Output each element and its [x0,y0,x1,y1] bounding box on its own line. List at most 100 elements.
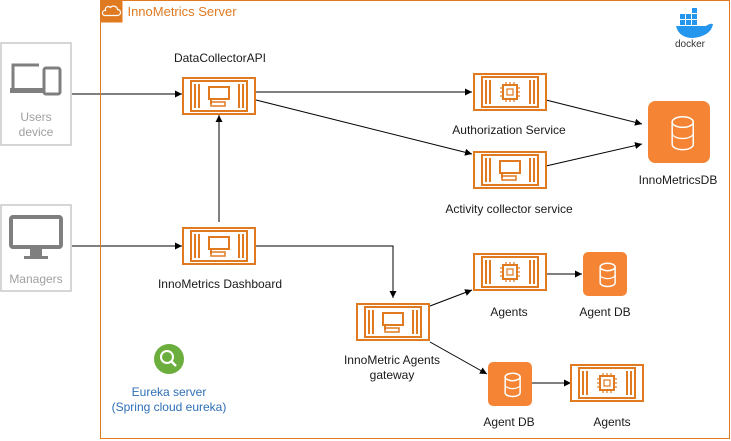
db-cylinder-body [599,266,616,288]
innometrics-dashboard-node[interactable]: InnoMetrics Dashboard [158,227,282,291]
docker-container-block [686,20,691,25]
cloud-shape [101,5,122,17]
group-title: InnoMetrics Server [127,4,237,19]
innometrics-db-node-label: InnoMetricsDB [639,173,718,187]
laptop-base [10,88,45,93]
instance-frame [473,253,547,291]
instance-frame [356,303,430,341]
datacollector-api-node-label: DataCollectorAPI [174,51,266,65]
users-device-label-line: device [19,125,54,139]
monitor-frame [9,215,63,249]
instance-inner-frame [190,230,248,262]
magnifier-lens [160,350,174,364]
authorization-service-node[interactable]: Authorization Service [452,73,566,137]
docker-container-block [680,14,685,19]
monitor-neck [30,249,42,256]
authorization-service-node-label: Authorization Service [452,123,566,137]
innometrics-dashboard-node-label: InnoMetrics Dashboard [158,277,282,291]
docker-container-block [680,20,685,25]
db-cylinder-top [671,116,695,129]
instance-inner-frame [578,367,636,399]
agents-node-1-label: Agents [490,305,527,319]
db-cylinder-top [504,372,521,382]
users-device-label-line: Users [20,110,51,124]
docker-container-block [686,14,691,19]
agents-node-1[interactable]: Agents [473,253,547,319]
db-cylinder-body [671,122,695,151]
instance-inner-frame [190,80,248,112]
activity-collector-service-node-label: Activity collector service [445,202,573,216]
instance-inner-frame [364,306,422,338]
agent-db-node-2-label: Agent DB [483,415,534,429]
db-cylinder-top [599,262,616,272]
docker-container-block [692,8,697,13]
datacollector-api-node[interactable]: DataCollectorAPI [174,51,266,115]
db-cylinder-band [504,384,521,390]
agents-gateway-node-label-line: gateway [370,368,415,382]
instance-frame [570,364,644,402]
docker-whale-body [676,23,713,38]
connector-layer [72,88,643,387]
agent-db-node-2[interactable]: Agent DB [483,362,535,429]
laptop-screen [11,63,39,89]
eureka-server-node[interactable]: Eureka server(Spring cloud eureka) [112,344,227,414]
docker-icon [676,8,713,38]
db-cylinder-band [671,133,694,140]
docker-label: docker [675,39,706,50]
docker-container-block [692,20,697,25]
agent-db-node-1-label: Agent DB [579,305,630,319]
magnifier-handle [170,360,177,367]
instance-inner-frame [481,76,539,108]
agents-node-2-label: Agents [593,415,630,429]
instance-frame [182,77,256,115]
innometrics-server-group: InnoMetrics Server docker [100,0,730,439]
laptop-phone-icon [10,63,62,96]
magnifier-icon [160,350,177,367]
edge-datacollector-to-activity [255,99,473,156]
innometrics-db-node[interactable]: InnoMetricsDB [639,101,718,187]
edge-auth-to-db [545,99,643,126]
instance-inner-frame [481,154,539,186]
agents-gateway-node-label-line: InnoMetric Agents [344,353,440,367]
docker-container-block [692,14,697,19]
eureka-label-line: (Spring cloud eureka) [112,400,227,414]
monitor-foot [24,256,48,259]
chip-die [506,268,514,276]
managers-node[interactable]: Managers [0,204,72,292]
monitor-screen [208,86,230,100]
db-cylinder-band [599,274,616,280]
monitor-base [384,327,400,333]
chip-die [506,88,514,96]
monitor-base [501,175,517,181]
group-border [100,0,730,439]
edge-gateway-to-agentdb2 [429,341,488,375]
monitor-base [210,251,226,257]
agents-node-2[interactable]: Agents [570,364,644,429]
edge-dashboard-to-gateway [256,245,397,298]
eureka-label: Eureka server(Spring cloud eureka) [112,385,227,414]
agent-db-node-1[interactable]: Agent DB [579,252,631,319]
monitor-icon [9,215,63,259]
eureka-badge [154,344,184,374]
cloud-icon [101,5,122,17]
activity-collector-service-node[interactable]: Activity collector service [445,151,573,216]
eureka-label-line: Eureka server [132,385,207,399]
instance-frame [473,73,547,111]
edge-activity-to-db [545,142,643,167]
managers-label: Managers [9,272,62,286]
edge-gateway-to-agents1 [429,289,473,307]
chip-die [603,379,611,387]
monitor-screen [382,312,404,326]
monitor-screen [499,160,521,174]
phone-body [42,66,62,96]
instance-frame [182,227,256,265]
monitor-screen [208,236,230,250]
monitor-base [210,101,226,107]
db-cylinder-body [504,376,521,398]
